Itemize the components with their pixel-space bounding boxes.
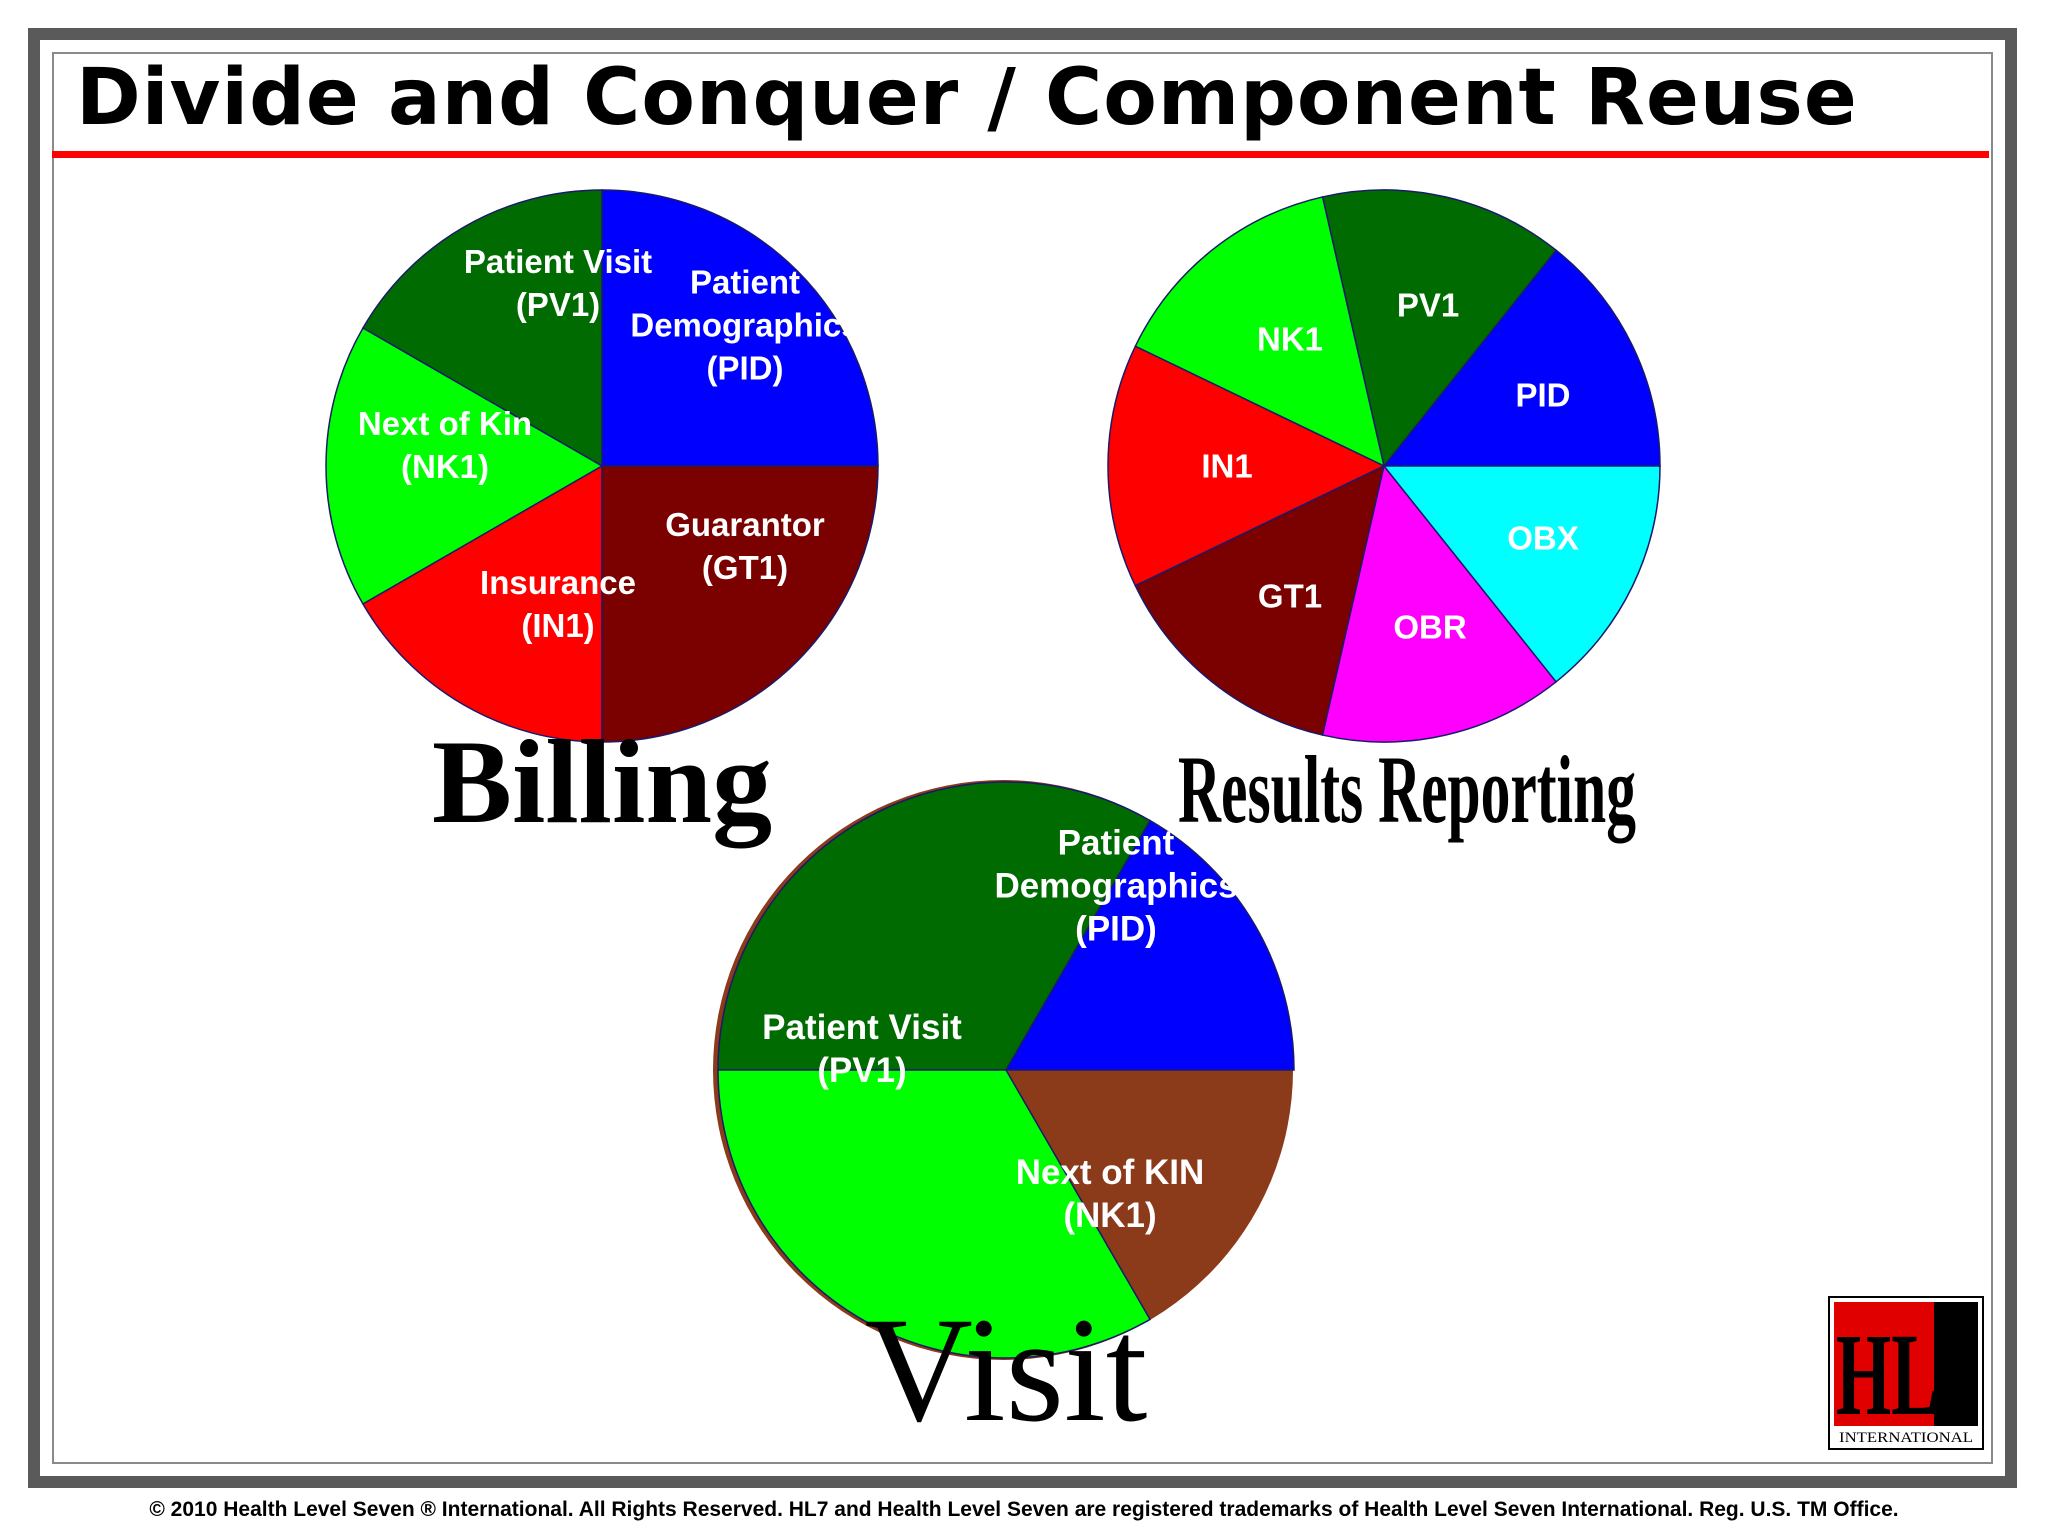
hl7-logo: HL7 INTERNATIONAL [1828,1296,1984,1450]
slice-label-line: Demographics [630,307,859,344]
slice-label: GT1 [1258,578,1322,615]
slice-label-line: OBR [1393,609,1467,646]
slide-title: Divide and Conquer / Component Reuse [76,53,1858,143]
slice-label: NK1 [1257,321,1323,358]
pie-slice-pv1 [1321,189,1558,468]
pie-slice-pid [1382,249,1661,467]
pie-slice-pv1 [361,189,603,468]
slice-label-line: Next of Kin [358,405,532,442]
slide-inner-border [52,52,1993,1464]
pie-slice-obx [1382,465,1661,683]
slice-label: PID [1515,377,1570,414]
slice-label-line: (IN1) [521,607,594,644]
logo-subtitle: INTERNATIONAL [1839,1430,1973,1446]
slice-label: Insurance (IN1) [480,564,636,644]
slice-label-line: (NK1) [1063,1196,1156,1235]
slice-label-line: (PV1) [516,286,600,323]
slice-label-line: Next of KIN [1016,1153,1205,1192]
slice-label-line: PID [1515,377,1570,414]
pie-title: Visit [865,1287,1148,1453]
pie-slice-nk1 [325,326,604,606]
slice-label: OBX [1507,520,1579,557]
pie-slice-gt1 [1134,464,1386,736]
pie-slice-pid [601,189,879,467]
slice-label-line: Patient [1058,823,1175,862]
slice-label-line: IN1 [1201,448,1252,485]
slice-label: Patient Visit (PV1) [762,1008,962,1090]
slice-label-line: Insurance [480,564,636,601]
slice-label: IN1 [1201,448,1252,485]
slice-label-line: (PID) [707,350,784,387]
pie-slice-pv1 [717,781,1152,1071]
slice-label-line: GT1 [1258,578,1322,615]
slice-label-line: Patient Visit [464,243,652,280]
copyright-footer: © 2010 Health Level Seven ® Internationa… [149,1498,1899,1521]
pie-slice-gt1 [601,465,879,743]
slice-label-line: (PV1) [817,1051,906,1090]
slice-label-line: (GT1) [702,549,788,586]
pie-title: Billing [432,715,772,849]
pie-slice-nk1 [1134,196,1386,468]
pie-slice-obr [1321,464,1558,743]
pie-title: Results Reporting [1178,738,1636,844]
logo-letters: HL7 [1836,1309,1974,1440]
slice-label-line: NK1 [1257,321,1323,358]
slice-label: Guarantor (GT1) [665,506,825,586]
pie-slice-in1 [361,464,603,743]
pie-slice-in1 [1107,345,1386,587]
slice-label: OBR [1393,609,1467,646]
slice-label-line: PV1 [1397,287,1459,324]
slice-label: PV1 [1397,287,1459,324]
pie-slice-nk1 [717,1069,1152,1359]
slice-label-line: (NK1) [401,448,489,485]
title-underline [52,151,1989,158]
slice-label-line: OBX [1507,520,1579,557]
slice-label: Next of Kin (NK1) [358,405,532,485]
slice-label: Patient Visit (PV1) [464,243,652,323]
slice-label-line: Patient Visit [762,1008,962,1047]
pie-slice-pid [1004,819,1295,1071]
slice-label-line: Demographics [994,866,1237,905]
slice-label: Next of KIN (NK1) [1016,1153,1205,1235]
slice-label-line: Guarantor [665,506,825,543]
slice-label-line: (PID) [1075,909,1157,948]
slice-label-line: Patient [690,264,800,301]
